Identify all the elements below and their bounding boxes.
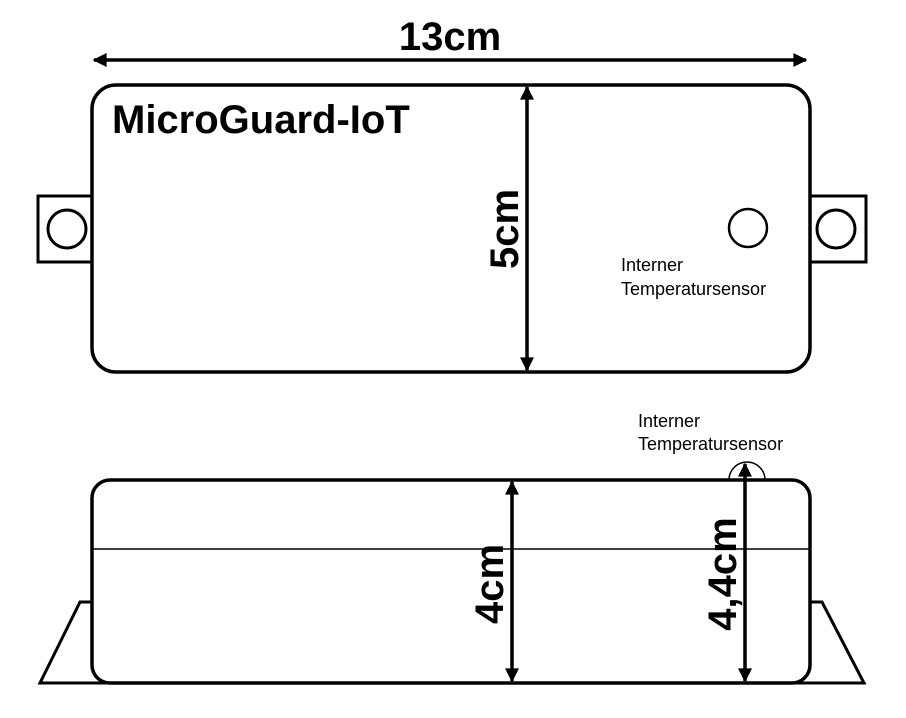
- sensor-label-line2: Temperatursensor: [621, 279, 766, 299]
- housing-top-outline: [90, 83, 812, 374]
- sensor-bump: [728, 461, 766, 481]
- side-sensor-label-line1: Interner: [638, 411, 700, 431]
- height-dimension-label: 5cm: [483, 189, 527, 269]
- housing-side-outline: [90, 478, 812, 685]
- top-view: 13cm MicroGuard-IoT 5cm Interner Tempera…: [36, 15, 868, 374]
- device-title: MicroGuard-IoT: [112, 98, 410, 142]
- side-sensor-label-line2: Temperatursensor: [638, 434, 783, 454]
- internal-sensor-circle: [727, 207, 769, 249]
- body-height-label: 4cm: [468, 544, 512, 624]
- right-mounting-hole: [815, 208, 857, 250]
- left-mounting-hole: [46, 208, 88, 250]
- width-dimension-label: 13cm: [399, 15, 501, 59]
- side-view: 4cm 4,4cm Interner Temperatursensor: [37, 411, 867, 685]
- sensor-label-line1: Interner: [621, 255, 683, 275]
- left-mounting-foot: [37, 600, 110, 685]
- right-mounting-foot: [792, 600, 867, 685]
- total-height-label: 4,4cm: [701, 517, 745, 630]
